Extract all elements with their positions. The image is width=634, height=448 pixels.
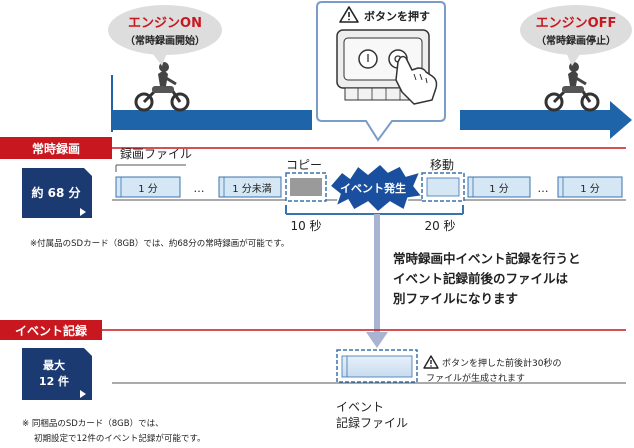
recording-segment: 1 分: [467, 176, 531, 198]
continuous-tab-label: 常時録画: [32, 141, 80, 156]
motorcycle-rider-icon: [134, 62, 190, 112]
down-arrow: [366, 214, 388, 348]
move-label: 移動: [430, 158, 454, 172]
engine-on-title: エンジンON: [128, 16, 202, 31]
file-group-bracket: 録画ファイル: [115, 146, 192, 172]
timeline-bar-left: [112, 110, 312, 130]
event-occurred-label: イベント発生: [340, 181, 406, 195]
event-file-label-line-1: イベント: [336, 400, 384, 414]
engine-off-bubble: エンジンOFF （常時録画停止）: [520, 5, 632, 66]
explanation-line-1: 常時録画中イベント記録を行うと: [393, 251, 581, 266]
engine-off-title: エンジンOFF: [536, 16, 617, 31]
pointing-hand-icon: [395, 55, 438, 105]
segment-label: 1 分: [580, 183, 600, 195]
sd-card-icon: 最大 12 件: [22, 348, 92, 400]
press-button-label: ボタンを押す: [364, 9, 430, 23]
event-file-label-line-2: 記録ファイル: [336, 415, 408, 430]
motorcycle-rider-icon: [544, 62, 600, 112]
warning-line-2: ファイルが生成されます: [426, 372, 525, 384]
warning-icon: [423, 355, 439, 369]
sd-card-capacity: 約 68 分: [31, 185, 80, 200]
file-group-label: 録画ファイル: [120, 146, 192, 161]
sd-card-icon: 約 68 分: [22, 168, 92, 218]
copied-segment: コピー: [285, 158, 327, 202]
warning-icon: [339, 6, 359, 23]
before-seconds-label: 10 秒: [290, 219, 321, 233]
sd-card-count: 12 件: [39, 374, 69, 388]
segment-ellipsis: …: [194, 182, 205, 195]
event-warning: ボタンを押した前後計30秒の ファイルが生成されます: [423, 355, 561, 384]
press-button-callout: ボタンを押す: [316, 1, 446, 142]
segment-ellipsis: …: [538, 182, 549, 195]
engine-on-subtitle: （常時録画開始）: [125, 34, 205, 47]
after-seconds-label: 20 秒: [424, 219, 455, 233]
timeline-arrowhead: [610, 101, 632, 139]
sd-card-max: 最大: [43, 358, 65, 372]
segment-label: 1 分: [138, 183, 158, 195]
event-tab-label: イベント記録: [15, 323, 88, 338]
moved-segment: 移動: [421, 158, 465, 202]
continuous-recording-tab: 常時録画: [0, 137, 626, 159]
timeline-bar-right: [460, 110, 612, 130]
event-note-line-2: 初期設定で12件のイベント記録が可能です。: [34, 433, 205, 444]
copy-label: コピー: [286, 158, 322, 172]
event-burst: イベント発生: [328, 162, 424, 214]
continuous-note: ※付属品のSDカード（8GB）では、約68分の常時録画が可能です。: [30, 238, 289, 249]
top-timeline: [111, 75, 632, 139]
event-recording-tab: イベント記録: [0, 320, 626, 340]
recording-segment-partial: 1 分未満: [218, 176, 282, 198]
segment-label: 1 分: [489, 183, 509, 195]
event-note-line-1: ※ 同梱品のSDカード（8GB）では、: [22, 418, 164, 429]
explanation-line-2: イベント記録前後のファイルは: [393, 271, 569, 286]
recording-segment: 1 分: [557, 176, 623, 198]
event-file: [336, 349, 418, 383]
engine-on-bubble: エンジンON （常時録画開始）: [108, 5, 222, 66]
explanation-line-3: 別ファイルになります: [392, 291, 518, 306]
segment-partial-label: 1 分未満: [232, 183, 272, 195]
engine-off-subtitle: （常時録画停止）: [536, 34, 616, 47]
recording-segment: 1 分: [115, 176, 181, 198]
warning-line-1: ボタンを押した前後計30秒の: [442, 357, 561, 369]
